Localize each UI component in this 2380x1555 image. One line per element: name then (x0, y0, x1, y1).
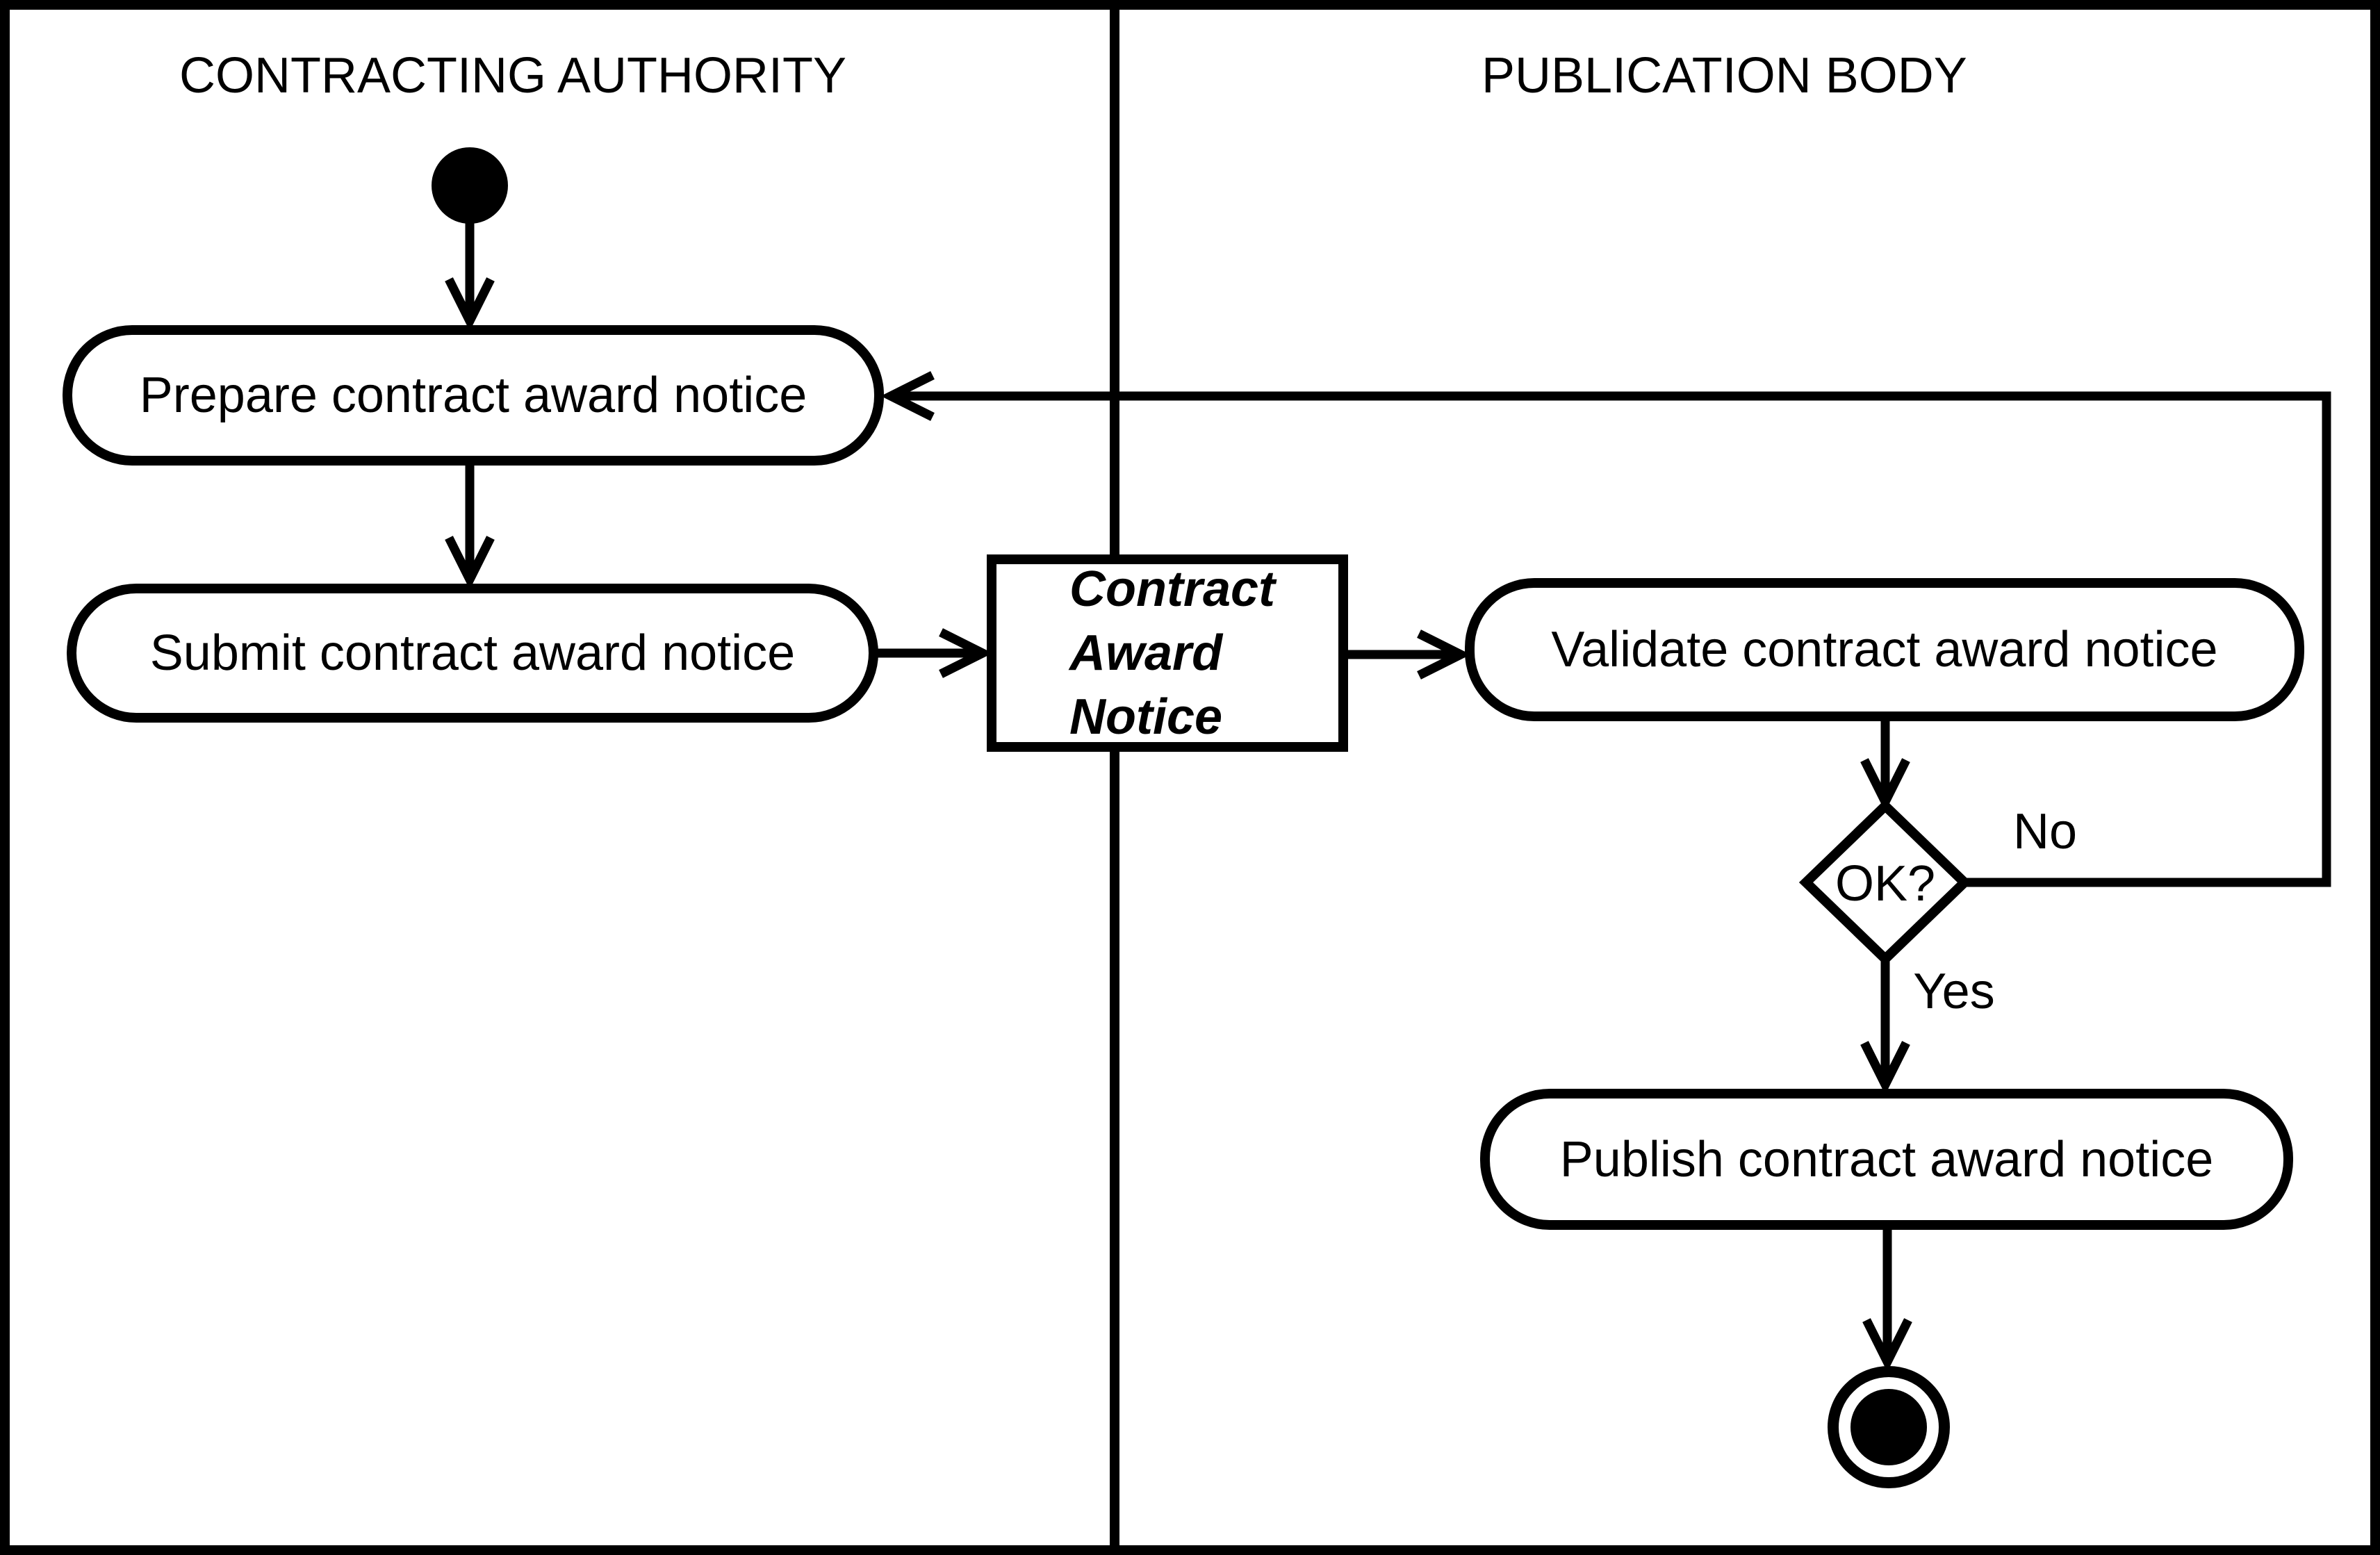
object-label-line: Contract (1069, 561, 1276, 617)
object-label-line: Notice (1069, 689, 1223, 745)
lane-title-publication-body: PUBLICATION BODY (1482, 48, 1967, 104)
edge-label-no: No (2012, 804, 2078, 859)
final-node (1828, 1366, 1950, 1488)
action-publish-contract-award-notice: Publish contract award notice (1480, 1089, 2293, 1230)
decision-diamond (1798, 799, 1972, 966)
action-prepare-contract-award-notice: Prepare contract award notice (63, 325, 884, 466)
action-label: Submit contract award notice (149, 625, 796, 681)
edge-decision-no-to-prepare (891, 396, 2331, 887)
final-node-core (1850, 1389, 1927, 1465)
action-validate-contract-award-notice: Validate contract award notice (1465, 578, 2304, 721)
object-node-contract-award-notice: Contract Award Notice (987, 554, 1348, 752)
edge-label-yes: Yes (1913, 964, 1995, 1019)
decision-label: OK? (1835, 856, 1936, 912)
action-label: Validate contract award notice (1551, 622, 2218, 677)
initial-node (432, 147, 508, 224)
swimlane-divider (1110, 0, 1119, 1555)
lane-title-contracting-authority: CONTRACTING AUTHORITY (179, 48, 847, 104)
object-label-line: Award (1069, 625, 1223, 681)
action-submit-contract-award-notice: Submit contract award notice (67, 584, 878, 723)
action-label: Publish contract award notice (1559, 1131, 2214, 1187)
action-label: Prepare contract award notice (139, 368, 807, 423)
